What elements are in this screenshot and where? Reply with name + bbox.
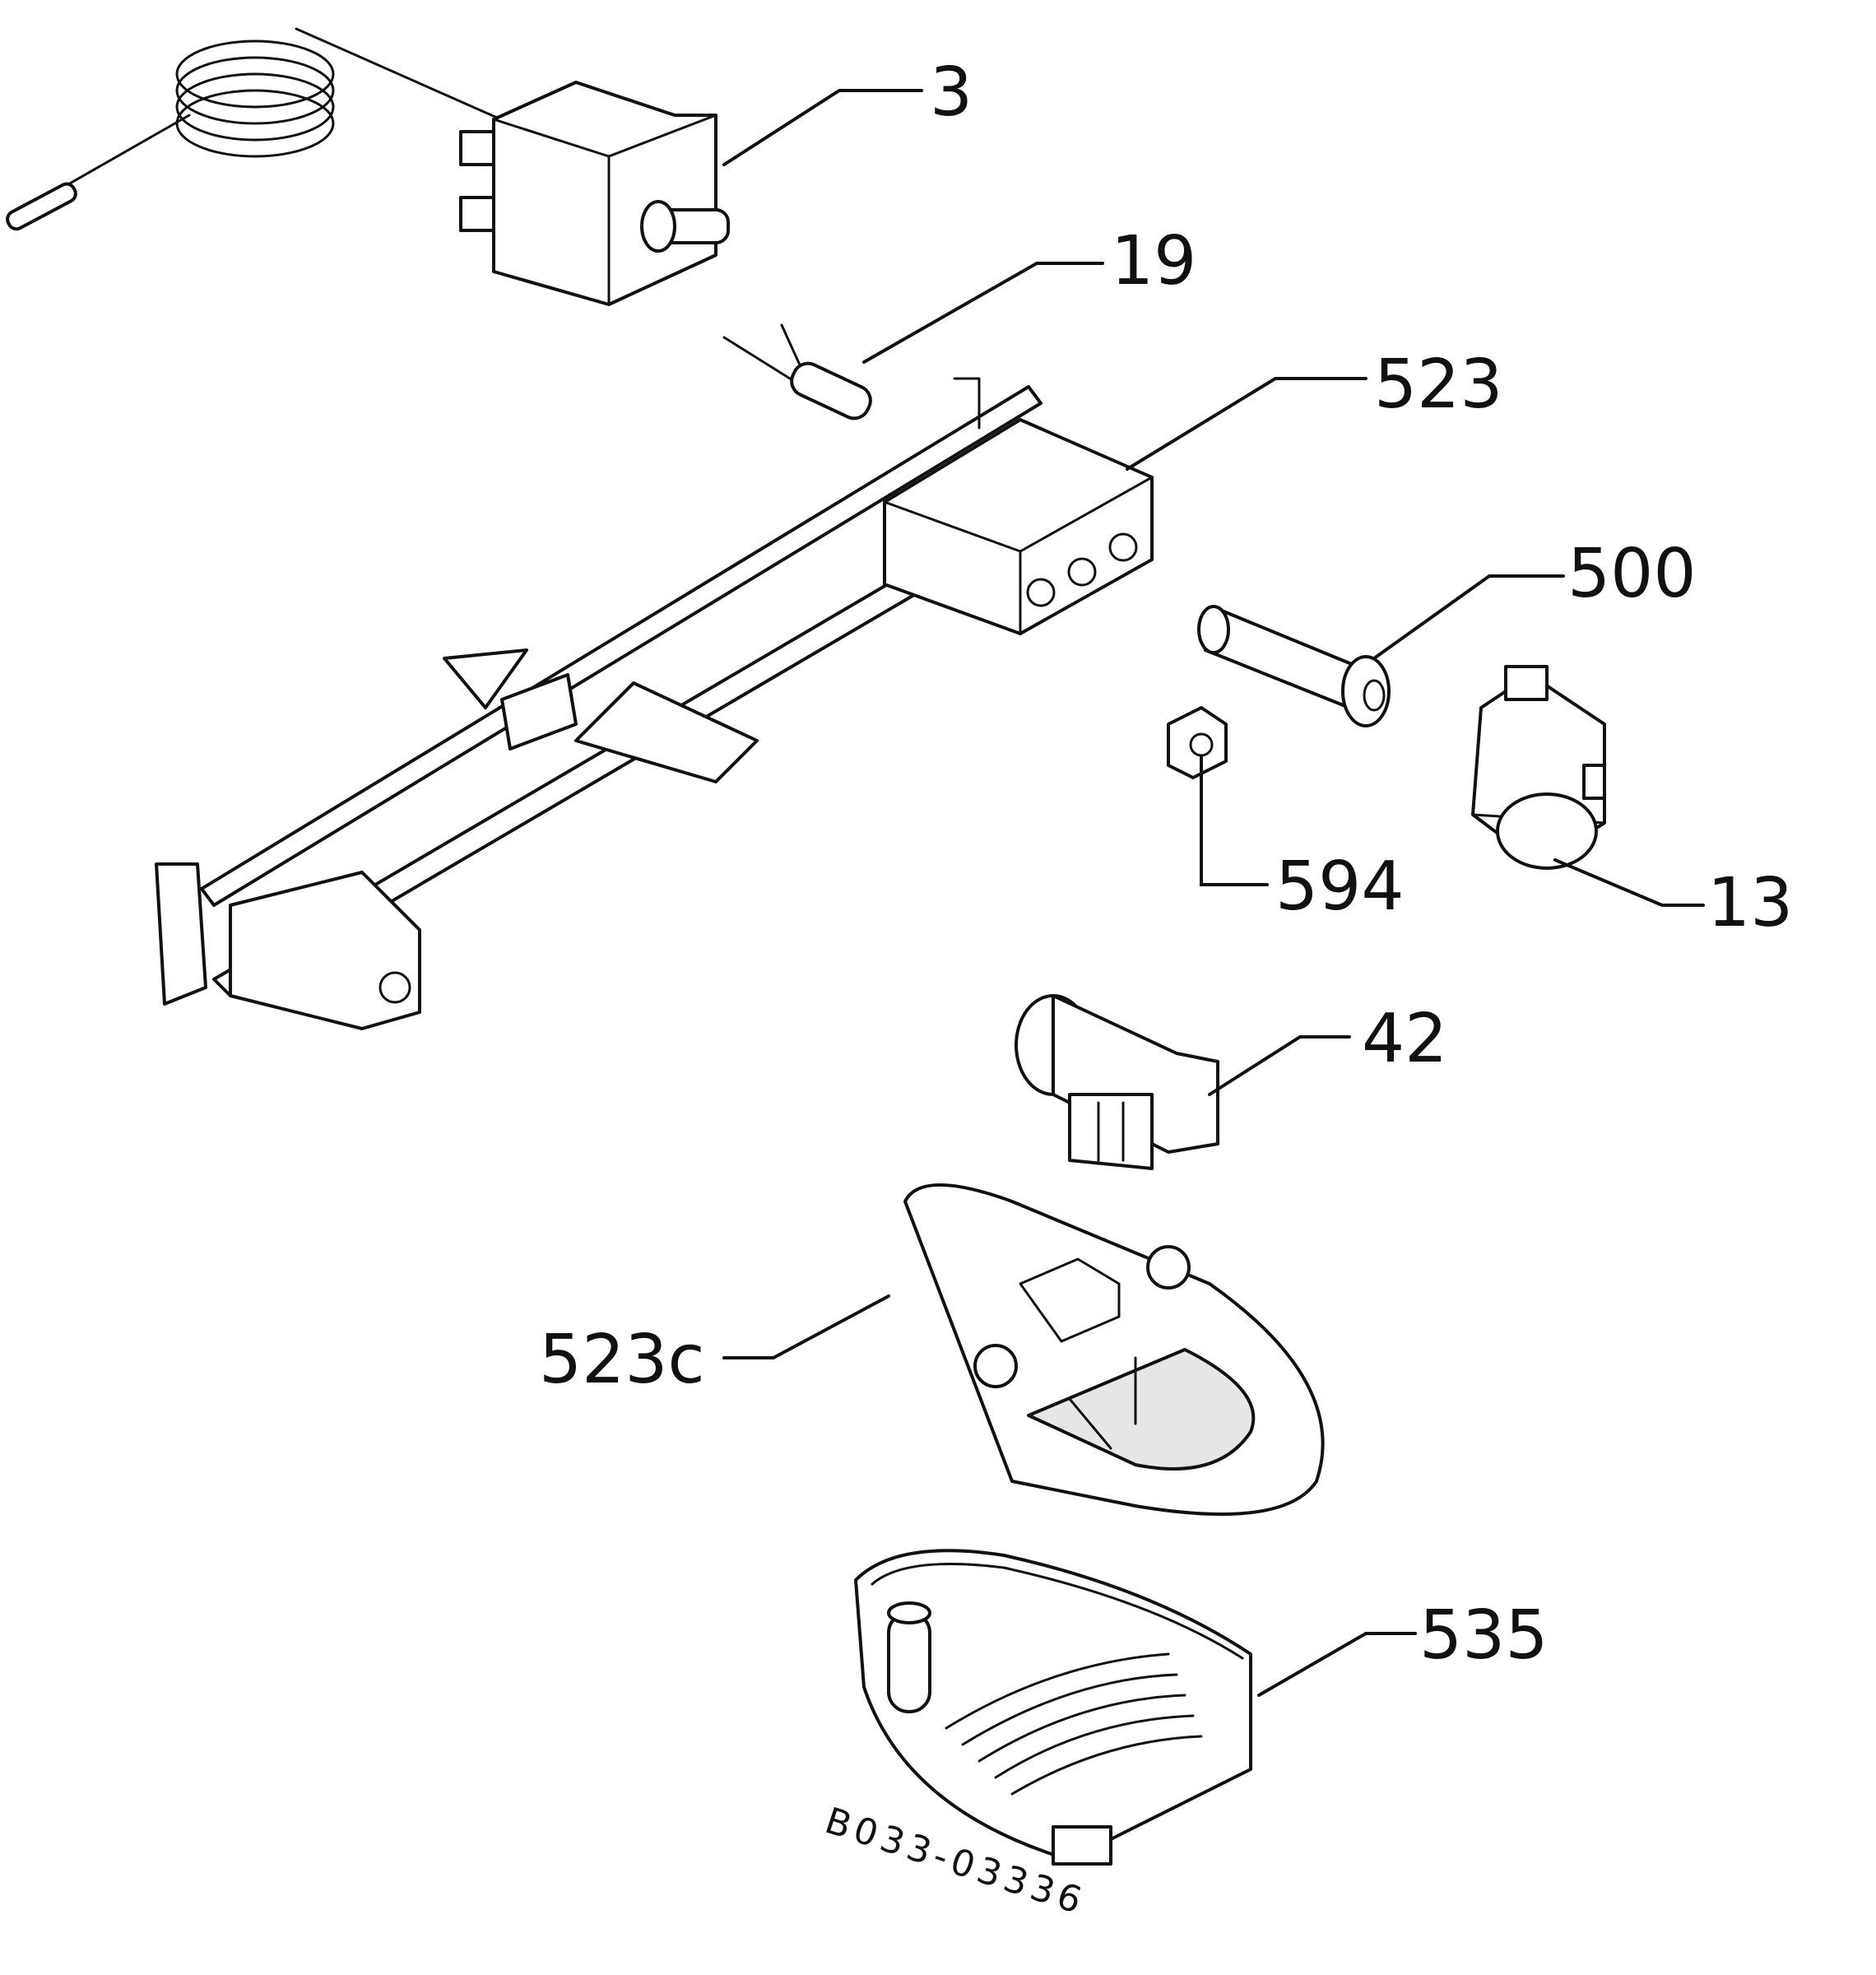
callout-594: 594 [1275,848,1405,926]
callout-labels: 3 19 523 500 594 13 42 523c 535 [539,53,1793,1675]
part-lamp-housing [903,1183,1325,1516]
part-lamp-cover [854,1549,1252,1866]
callout-3: 3 [930,53,973,132]
part-lamp-holder [1015,994,1219,1170]
callout-19: 19 [1111,222,1196,300]
part-cylinder [1197,605,1391,727]
part-small-lamp [722,323,872,421]
part-thermostat [6,27,730,306]
callout-523c: 523c [539,1321,705,1399]
callout-535: 535 [1419,1596,1549,1675]
part-clip [1167,706,1228,779]
callout-500: 500 [1567,535,1697,613]
callout-13: 13 [1707,864,1793,942]
leader-lines [722,89,1705,1697]
callout-42: 42 [1362,1000,1447,1078]
callout-523: 523 [1374,346,1503,424]
part-frame-bracket [155,377,1154,1030]
part-switch [1471,665,1606,870]
